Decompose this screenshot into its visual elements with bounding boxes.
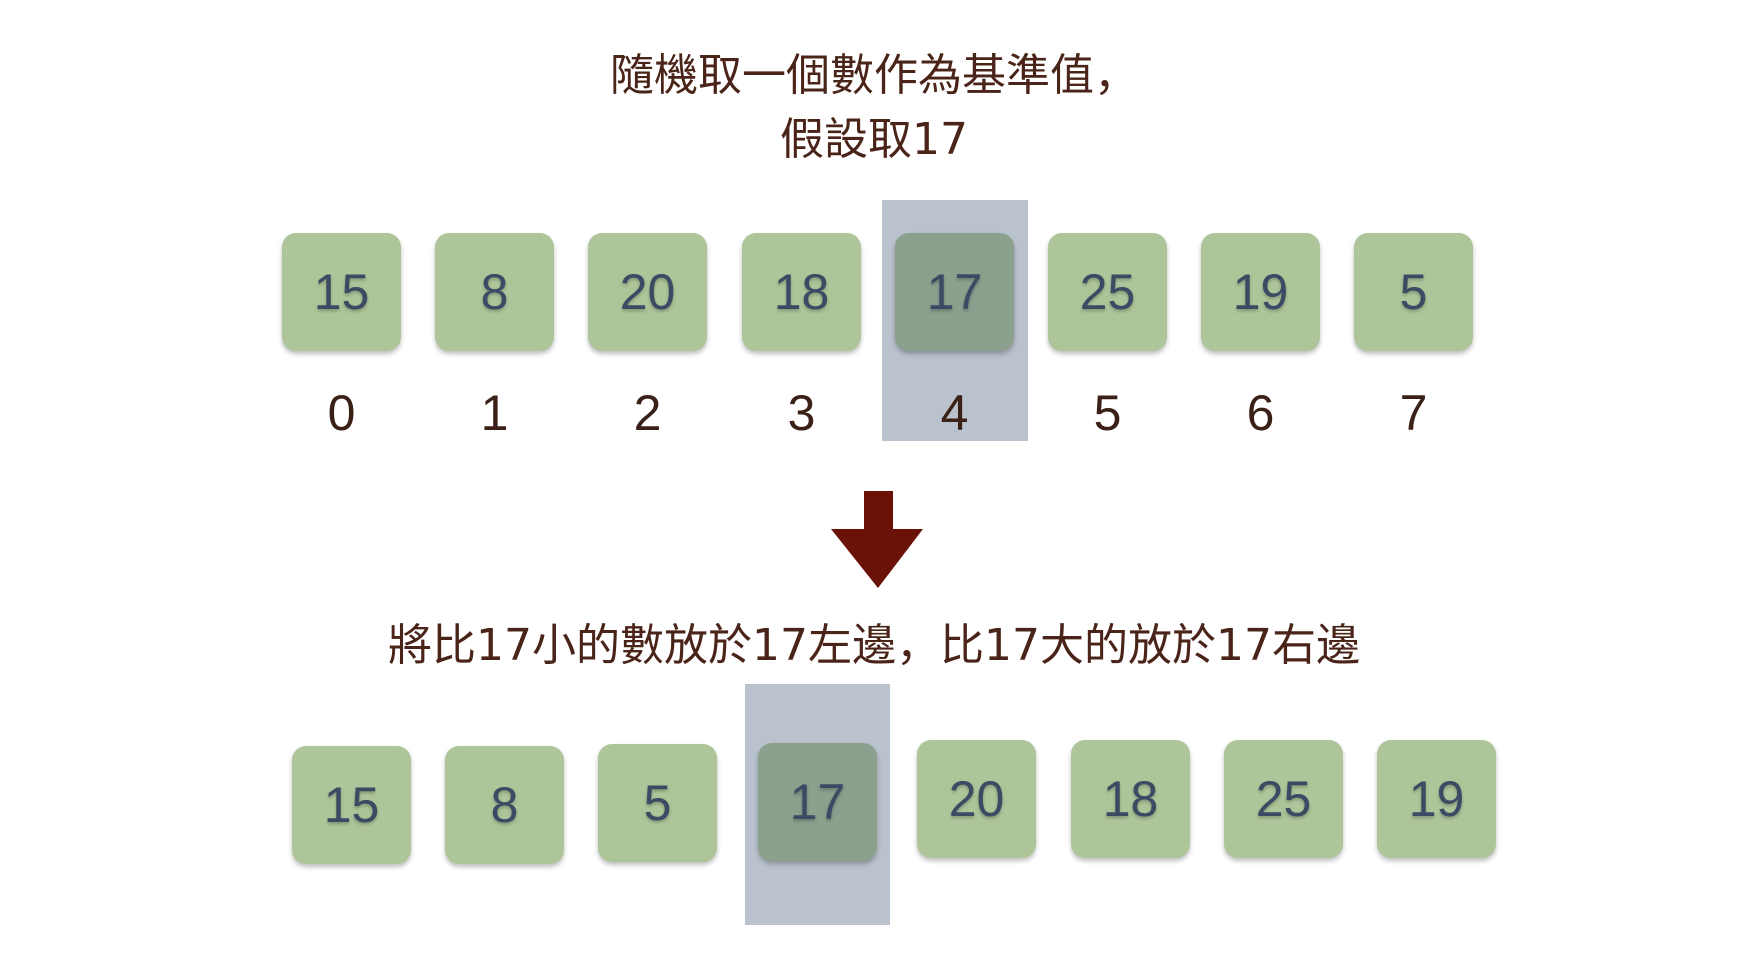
index-label: 3 [787, 385, 816, 441]
array-cell: 15 [292, 746, 411, 864]
index-label: 6 [1246, 385, 1275, 441]
array-cell: 8 [445, 746, 564, 864]
heading-line-2: 假設取17 [780, 114, 968, 165]
array-cell: 20 [917, 740, 1036, 858]
array-cell: 19 [1201, 233, 1320, 351]
heading-line-1: 隨機取一個數作為基準值， [610, 50, 1138, 101]
index-label: 4 [940, 385, 969, 441]
array-cell: 8 [435, 233, 554, 351]
index-label: 0 [327, 385, 356, 441]
array-cell: 18 [742, 233, 861, 351]
index-label: 5 [1093, 385, 1122, 441]
index-label: 1 [480, 385, 509, 441]
pivot-cell: 17 [895, 233, 1014, 351]
pivot-cell: 17 [758, 743, 877, 861]
array-cell: 5 [598, 744, 717, 862]
caption: 將比17小的數放於17左邊，比17大的放於17右邊 [388, 620, 1360, 671]
array-cell: 5 [1354, 233, 1473, 351]
array-cell: 15 [282, 233, 401, 351]
down-arrow-icon [831, 491, 923, 588]
index-label: 2 [633, 385, 662, 441]
index-label: 7 [1399, 385, 1428, 441]
array-cell: 20 [588, 233, 707, 351]
array-cell: 18 [1071, 740, 1190, 858]
array-cell: 19 [1377, 740, 1496, 858]
array-cell: 25 [1048, 233, 1167, 351]
array-cell: 25 [1224, 740, 1343, 858]
